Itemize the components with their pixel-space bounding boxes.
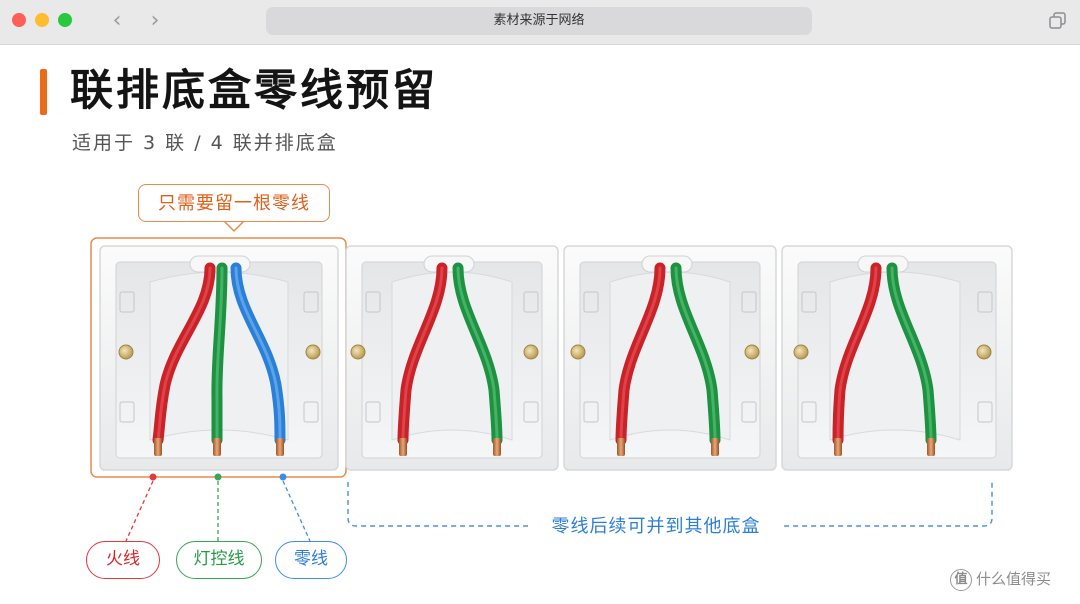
light-control-wire-label: 灯控线 (176, 541, 262, 579)
neutral-wire-leader (279, 473, 311, 542)
light-control-wire-box-3 (670, 262, 721, 456)
live-wire-box-1 (152, 262, 216, 456)
bracket-label: 零线后续可并到其他底盒 (528, 513, 784, 541)
page-subtitle: 适用于 3 联 / 4 联并排底盒 (72, 132, 338, 154)
tabs-overview-icon[interactable] (1048, 11, 1068, 31)
junction-box-2 (345, 245, 559, 471)
watermark-logo-icon: 值 (950, 568, 972, 591)
light-control-wire-box-1 (211, 262, 228, 456)
window-titlebar: ‹ › 素材来源于网络 (0, 0, 1080, 45)
junction-box-3 (563, 245, 777, 471)
neutral-wire-label: 零线 (275, 541, 347, 579)
wiring-diagram (90, 220, 1013, 542)
light-control-wire-box-4 (886, 262, 937, 456)
watermark-text: 什么值得买 (976, 570, 1052, 588)
live-wire-leader (125, 473, 157, 542)
back-arrow-icon[interactable]: ‹ (112, 8, 122, 33)
address-bar[interactable]: 素材来源于网络 (266, 7, 812, 35)
forward-arrow-icon[interactable]: › (150, 8, 160, 33)
close-window-button[interactable] (12, 13, 26, 27)
title-accent-bar (40, 69, 47, 115)
neutral-wire-box-1 (230, 262, 286, 456)
callout-label: 只需要留一根零线 (138, 184, 330, 222)
light-control-wire-box-2 (452, 262, 503, 456)
live-wire-box-4 (832, 262, 882, 456)
minimize-window-button[interactable] (35, 13, 49, 27)
light-control-wire-leader (214, 473, 222, 541)
live-wire-box-2 (397, 262, 448, 456)
maximize-window-button[interactable] (58, 13, 72, 27)
live-wire-box-3 (615, 262, 666, 456)
page-title: 联排底盒零线预留 (70, 66, 438, 116)
live-wire-label: 火线 (86, 541, 160, 579)
callout-pointer (223, 220, 245, 233)
watermark: 值什么值得买 (950, 566, 1051, 592)
